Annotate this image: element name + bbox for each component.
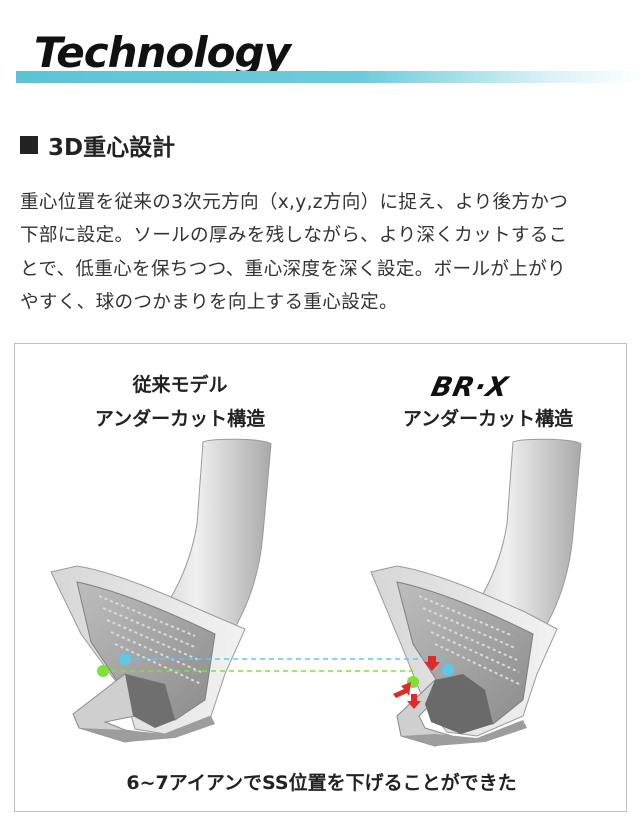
red-arrow-icons [393, 656, 440, 709]
square-bullet-icon [20, 136, 38, 154]
section-heading: 3D重心設計 [20, 130, 176, 161]
description-line: やすく、球のつかまりを向上する重心設定。 [20, 292, 398, 314]
description-line: 下部に設定。ソールの厚みを残しながら、より深くカットするこ [20, 225, 568, 247]
comparison-figure: 従来モデル アンダーカット構造 BR·X アンダーカット構造 6~7アイアンでS… [14, 343, 627, 812]
header: Technology [0, 0, 640, 100]
figure-caption: 6~7アイアンでSS位置を下げることができた [126, 772, 517, 794]
section-title: 3D重心設計 [48, 135, 176, 161]
description-line: 重心位置を従来の3次元方向（x,y,z方向）に捉え、より後方かつ [20, 192, 569, 213]
right-blue-marker-icon [442, 664, 454, 676]
brx-club-illustration [370, 438, 582, 747]
comparison-illustration [50, 438, 582, 747]
left-blue-marker-icon [119, 653, 131, 665]
left-green-marker-icon [97, 665, 109, 677]
section-description: 重心位置を従来の3次元方向（x,y,z方向）に捉え、より後方かつ 下部に設定。ソ… [20, 186, 632, 320]
title-underline-bar [16, 71, 640, 83]
brx-logo-text: BR·X [428, 371, 512, 403]
left-undercut-label: アンダーカット構造 [94, 408, 266, 430]
brx-logo: BR·X [411, 370, 528, 404]
page-title: Technology [34, 28, 291, 77]
description-line: とで、低重心を保ちつつ、重心深度を深く設定。ボールが上がり [20, 258, 566, 280]
conventional-model-label: 従来モデル [132, 374, 228, 396]
right-undercut-label: アンダーカット構造 [402, 408, 574, 430]
conventional-club-illustration [50, 438, 272, 743]
